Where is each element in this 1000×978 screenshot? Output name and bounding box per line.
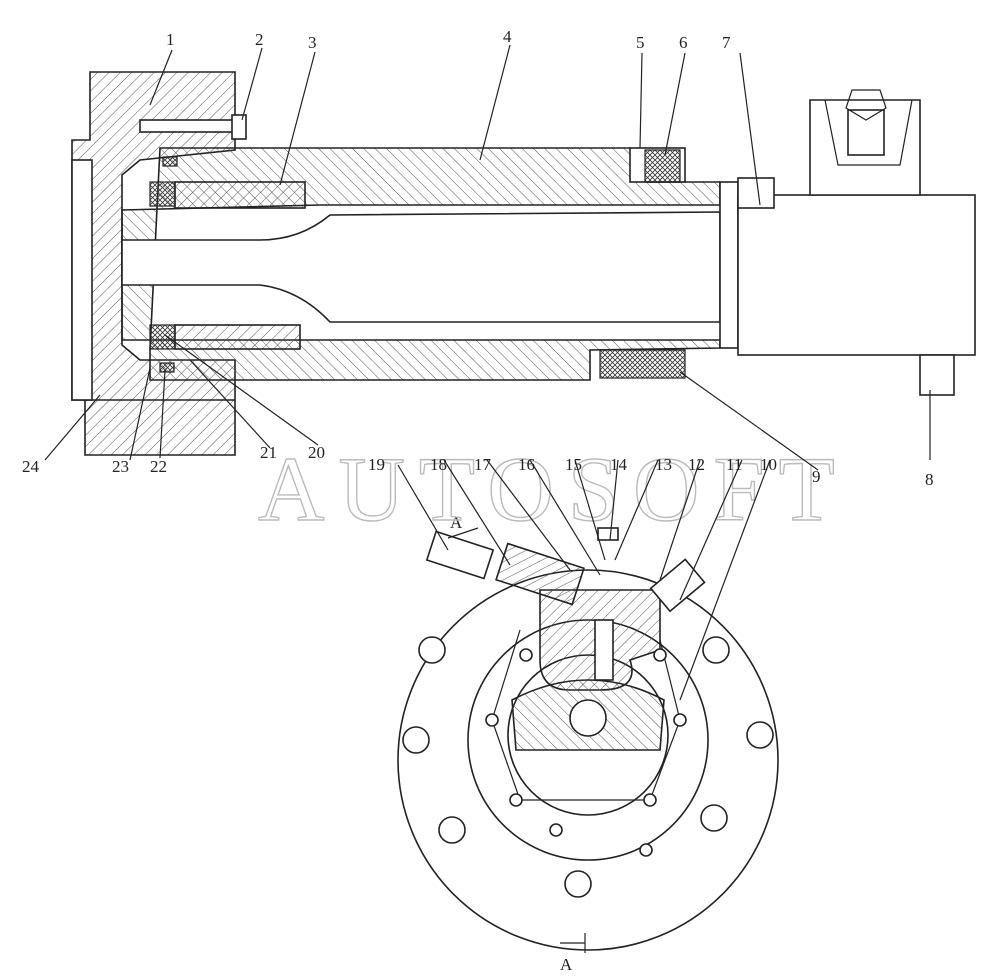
o-ring-top [162,156,178,167]
inner-bore [121,211,721,323]
seal-ring-top [149,181,176,207]
callout-6: 6 [679,33,688,52]
section-arrow-top [447,527,479,539]
bolt [139,119,246,133]
actuator-body [737,194,976,356]
callout-13: 13 [655,455,672,474]
callout-2: 2 [255,30,264,49]
section-mark-top: A [450,513,463,532]
nut-hex [845,89,887,121]
callout-20: 20 [308,443,325,462]
callout-5: 5 [636,33,645,52]
callout-15: 15 [565,455,582,474]
seal-ring-bottom [149,324,176,350]
plunger [594,619,614,681]
callout-8: 8 [925,470,934,489]
sleeve-lower [174,324,301,350]
callout-7: 7 [722,33,731,52]
lower-gland [599,349,686,379]
housing-face [71,159,93,401]
bolt-head [231,114,247,140]
callout-10: 10 [760,455,777,474]
callout-19: 19 [368,455,385,474]
callouts: 1 2 3 4 5 6 7 8 9 10 11 12 13 14 15 16 1… [22,27,934,489]
leader-lines [44,44,931,701]
bolt-holes [402,636,774,898]
end-view: A A [397,513,779,974]
callout-11: 11 [726,455,742,474]
callout-22: 22 [150,457,167,476]
callout-23: 23 [112,457,129,476]
actuator-tab [737,177,775,209]
callout-14: 14 [610,455,628,474]
injector-body [495,542,585,606]
callout-18: 18 [430,455,447,474]
screw-top [597,527,619,541]
callout-9: 9 [812,467,821,486]
section-mark-bottom: A [560,955,573,974]
pin [919,354,955,396]
callout-24: 24 [22,457,40,476]
callout-4: 4 [503,27,512,46]
o-ring-bottom [159,362,175,373]
gland-packing [644,149,681,183]
bracket-cut [824,99,913,166]
callout-17: 17 [474,455,492,474]
callout-1: 1 [166,30,175,49]
callout-3: 3 [308,33,317,52]
callout-16: 16 [518,455,535,474]
watermark: AUTOSOFT [258,438,849,540]
nut [847,109,885,156]
ball [569,699,607,737]
sleeve [174,181,306,209]
longitudinal-section [71,71,976,456]
fitting-right [649,558,706,613]
callout-12: 12 [688,455,705,474]
callout-21: 21 [260,443,277,462]
tube-end [719,181,739,349]
